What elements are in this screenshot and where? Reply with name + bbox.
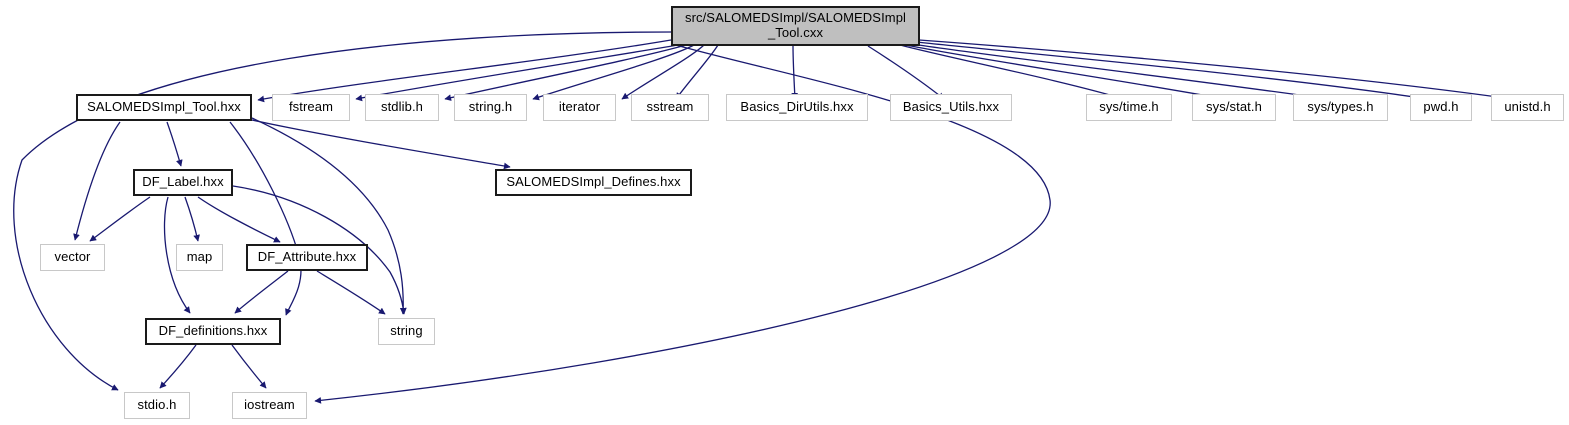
graph-node-vector[interactable]: vector xyxy=(40,244,105,271)
edge-dfattr-to-string xyxy=(316,270,386,315)
edge-tool-to-string xyxy=(251,117,407,315)
edge-tool-to-vector xyxy=(73,121,121,241)
graph-node-fstream[interactable]: fstream xyxy=(272,94,350,121)
edge-root-to-sysstat xyxy=(905,44,1226,102)
graph-node-iterator[interactable]: iterator xyxy=(543,94,616,121)
edge-tool-to-dflabel xyxy=(166,121,183,167)
edge-root-to-dirutils xyxy=(791,45,799,100)
edge-root-to-pwd xyxy=(915,41,1429,102)
graph-node-unistd[interactable]: unistd.h xyxy=(1491,94,1564,121)
edge-dfdefs-to-iostream xyxy=(231,344,267,389)
edge-root-to-systypes xyxy=(911,43,1329,102)
graph-node-df_label[interactable]: DF_Label.hxx xyxy=(133,169,233,196)
edge-tool-to-dfdefs xyxy=(229,121,302,316)
graph-node-defines[interactable]: SALOMEDSImpl_Defines.hxx xyxy=(495,169,692,196)
graph-node-df_defs[interactable]: DF_definitions.hxx xyxy=(145,318,281,345)
graph-node-systypes[interactable]: sys/types.h xyxy=(1293,94,1388,121)
edge-root-to-systime xyxy=(899,44,1125,101)
edge-dfdefs-to-stdio xyxy=(159,344,197,389)
graph-node-tool_hxx[interactable]: SALOMEDSImpl_Tool.hxx xyxy=(76,94,252,121)
edge-root-to-tool xyxy=(257,39,672,103)
graph-node-string[interactable]: string xyxy=(378,318,435,345)
graph-node-sstream[interactable]: sstream xyxy=(631,94,709,121)
edge-dflabel-to-dfattr xyxy=(197,196,281,243)
graph-node-df_attr[interactable]: DF_Attribute.hxx xyxy=(246,244,368,271)
edge-root-to-stdio xyxy=(13,31,672,391)
graph-node-iostream[interactable]: iostream xyxy=(232,392,307,419)
graph-node-dirutils[interactable]: Basics_DirUtils.hxx xyxy=(726,94,868,121)
edge-root-to-stringh xyxy=(532,44,695,101)
graph-node-pwd[interactable]: pwd.h xyxy=(1410,94,1472,121)
graph-node-map[interactable]: map xyxy=(176,244,223,271)
edge-root-to-unistd xyxy=(918,39,1513,102)
graph-node-stringh[interactable]: string.h xyxy=(454,94,527,121)
edge-root-to-iterator xyxy=(621,44,705,100)
edge-root-to-basutils xyxy=(867,45,945,100)
edge-root-to-stdlib xyxy=(444,44,687,101)
graph-node-stdlib[interactable]: stdlib.h xyxy=(365,94,439,121)
edge-dflabel-to-vector xyxy=(89,196,151,242)
graph-node-root[interactable]: src/SALOMEDSImpl/SALOMEDSImpl _Tool.cxx xyxy=(671,6,920,46)
graph-node-basutils[interactable]: Basics_Utils.hxx xyxy=(890,94,1012,121)
edge-dfattr-to-dfdefs xyxy=(234,270,289,314)
graph-node-sysstat[interactable]: sys/stat.h xyxy=(1192,94,1276,121)
graph-node-stdio[interactable]: stdio.h xyxy=(124,392,190,419)
edge-root-to-fstream xyxy=(355,44,679,102)
edge-tool-to-defines xyxy=(251,119,511,170)
graph-node-systime[interactable]: sys/time.h xyxy=(1086,94,1172,121)
edge-root-to-sstream xyxy=(675,44,719,100)
edge-dflabel-to-map xyxy=(184,196,200,242)
